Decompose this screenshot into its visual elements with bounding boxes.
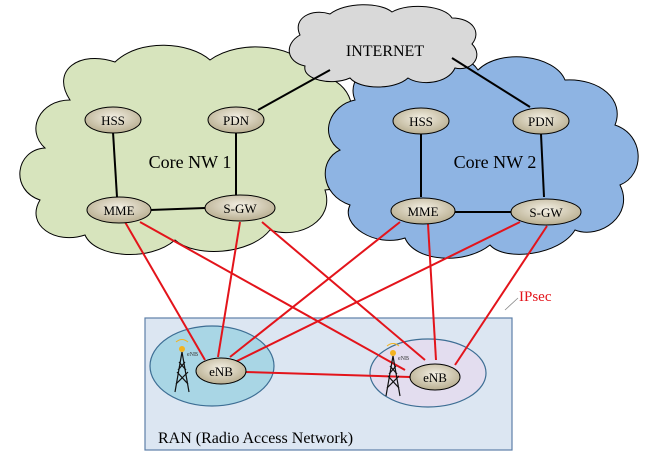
tower-right-caption: eNB [398,356,409,362]
ipsec-sgw1-enb-right [261,221,426,361]
tower-left-icon [174,339,190,393]
mme-node-2[interactable]: MME [390,197,456,225]
pdn-node-1[interactable]: PDN [207,106,265,134]
ipsec-mme2-enb-right [427,223,437,361]
core-nw-2-label: Core NW 2 [454,152,537,172]
tower-left-caption: eNB [187,352,198,358]
ipsec-links [124,221,548,378]
enb-left-label: eNB [209,364,233,379]
ipsec-mme2-enb-left [229,221,401,358]
ipsec-sgw2-enb-right [454,225,548,366]
sgw-2-label: S-GW [529,205,563,220]
internet-label: INTERNET [346,43,424,60]
link-pdn1-internet [257,69,331,111]
hss-2-label: HSS [409,114,433,129]
enb-right-label: eNB [423,370,447,385]
mme-2-label: MME [407,204,438,219]
core-links [112,57,545,213]
hss-1-label: HSS [101,113,125,128]
link-pdn2-internet [451,57,531,108]
pdn-node-2[interactable]: PDN [512,107,570,135]
mme-1-label: MME [103,203,134,218]
mme-node-1[interactable]: MME [86,196,152,224]
ipsec-enb-left-enb-right [244,371,411,378]
ipsec-pointer [504,297,519,311]
hss-node-2[interactable]: HSS [392,107,450,135]
core-nw-1-cloud [19,44,357,256]
ipsec-mme1-enb-left [124,221,206,361]
internet-cloud [288,4,478,88]
link-hss1-mme1 [112,131,118,198]
ipsec-mme1-enb-right [139,221,406,371]
pdn-2-label: PDN [528,114,555,129]
ran-label: RAN (Radio Access Network) [158,430,353,447]
pdn-1-label: PDN [223,113,250,128]
sgw-node-1[interactable]: S-GW [204,194,276,222]
ipsec-sgw2-enb-left [234,221,521,363]
tower-right-icon [385,343,401,397]
hss-node-1[interactable]: HSS [84,106,142,134]
enb-node-right[interactable]: eNB [409,363,461,391]
sgw-node-2[interactable]: S-GW [510,198,582,226]
core-nw-1-label: Core NW 1 [149,152,232,172]
link-pdn2-sgw2 [540,133,545,198]
ipsec-label: IPsec [519,289,552,305]
ipsec-sgw1-enb-left [217,221,241,358]
sgw-1-label: S-GW [223,201,257,216]
link-mme1-sgw1 [149,207,206,211]
enb-node-left[interactable]: eNB [195,357,247,385]
